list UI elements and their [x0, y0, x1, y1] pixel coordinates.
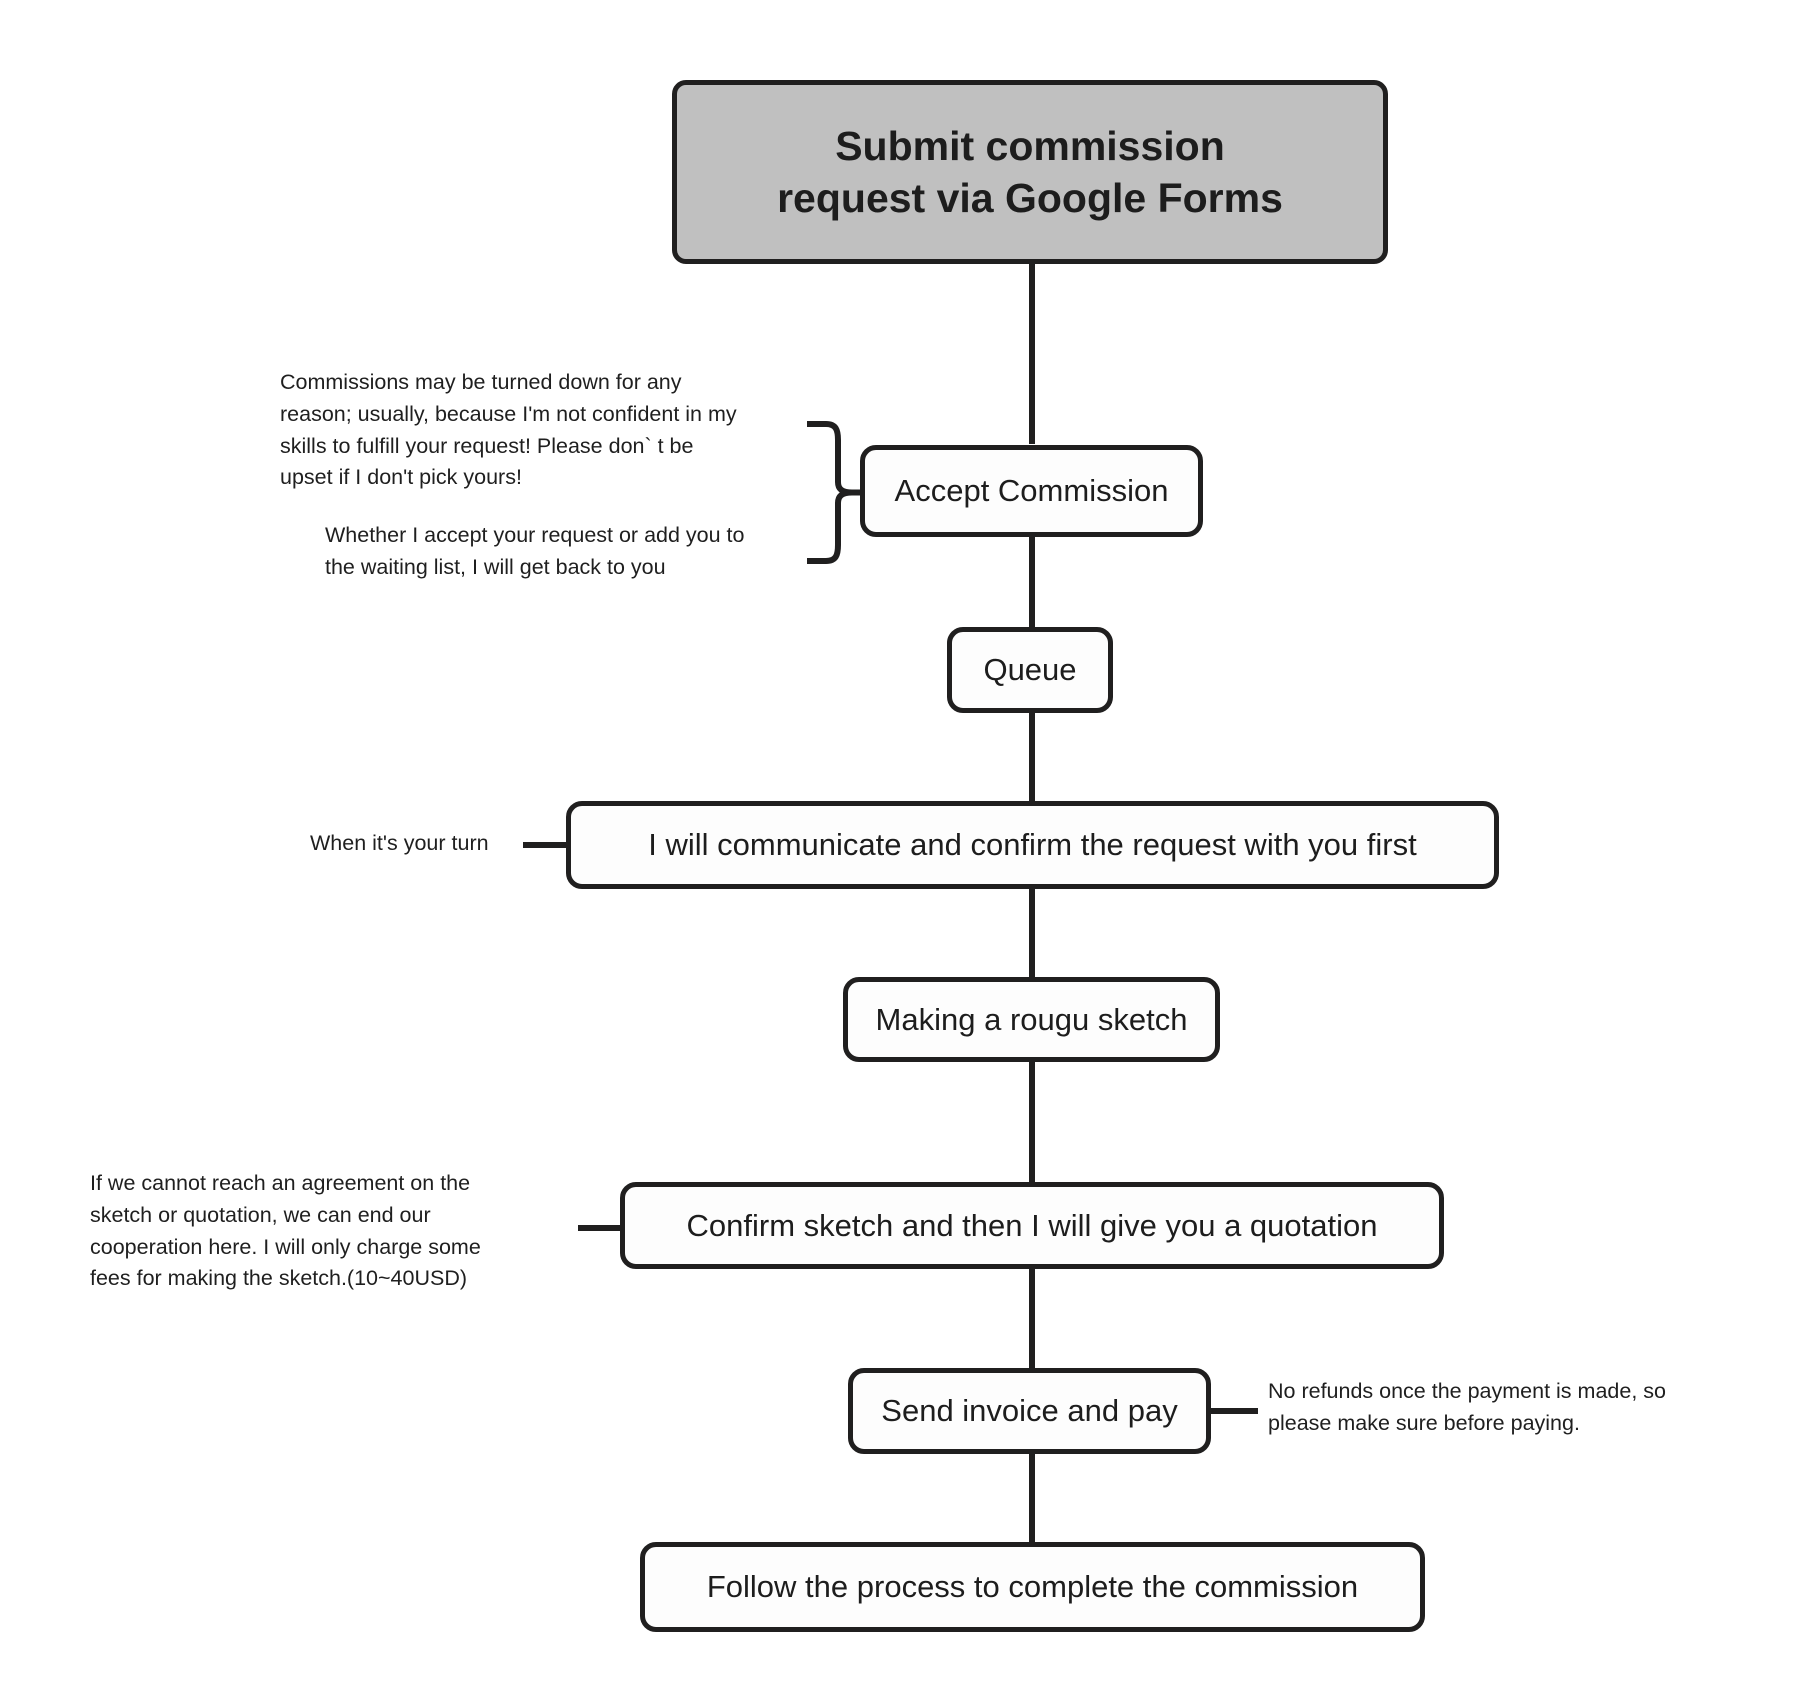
connector-queue-to-communicate	[1029, 700, 1035, 810]
node-communicate[interactable]: I will communicate and confirm the reque…	[566, 801, 1499, 889]
node-send-invoice-label: Send invoice and pay	[881, 1393, 1178, 1428]
connector-communicate-to-sketch	[1029, 875, 1035, 985]
node-start[interactable]: Submit commission request via Google For…	[672, 80, 1388, 264]
node-quotation-label: Confirm sketch and then I will give you …	[686, 1207, 1378, 1243]
node-making-sketch[interactable]: Making a rougu sketch	[843, 977, 1220, 1062]
leader-your-turn	[523, 842, 569, 848]
connector-quotation-to-invoice	[1029, 1260, 1035, 1380]
node-send-invoice[interactable]: Send invoice and pay	[848, 1368, 1211, 1454]
leader-no-refunds	[1208, 1408, 1258, 1414]
node-accept-commission-label: Accept Commission	[894, 473, 1169, 508]
node-queue-label: Queue	[983, 652, 1077, 687]
node-start-label: Submit commission request via Google For…	[777, 122, 1283, 221]
note-no-agreement: If we cannot reach an agreement on the s…	[90, 1171, 481, 1291]
connector-accept-to-queue	[1029, 446, 1035, 636]
note-waiting-list: Whether I accept your request or add you…	[325, 523, 745, 579]
node-queue[interactable]: Queue	[947, 627, 1113, 713]
brace-accept-commission	[806, 420, 864, 565]
note-your-turn: When it's your turn	[310, 831, 489, 855]
node-making-sketch-label: Making a rougu sketch	[875, 1001, 1188, 1037]
note-turned-down: Commissions may be turned down for any r…	[280, 370, 737, 490]
node-complete-commission-label: Follow the process to complete the commi…	[706, 1569, 1359, 1604]
connector-start-to-accept	[1029, 224, 1035, 444]
connector-invoice-to-complete	[1029, 1435, 1035, 1545]
connector-sketch-to-quotation	[1029, 1048, 1035, 1188]
note-no-refunds: No refunds once the payment is made, so …	[1268, 1379, 1666, 1435]
node-complete-commission[interactable]: Follow the process to complete the commi…	[640, 1542, 1425, 1632]
leader-no-agreement	[578, 1225, 624, 1231]
node-communicate-label: I will communicate and confirm the reque…	[648, 827, 1417, 862]
node-quotation[interactable]: Confirm sketch and then I will give you …	[620, 1182, 1444, 1269]
node-accept-commission[interactable]: Accept Commission	[860, 445, 1203, 537]
